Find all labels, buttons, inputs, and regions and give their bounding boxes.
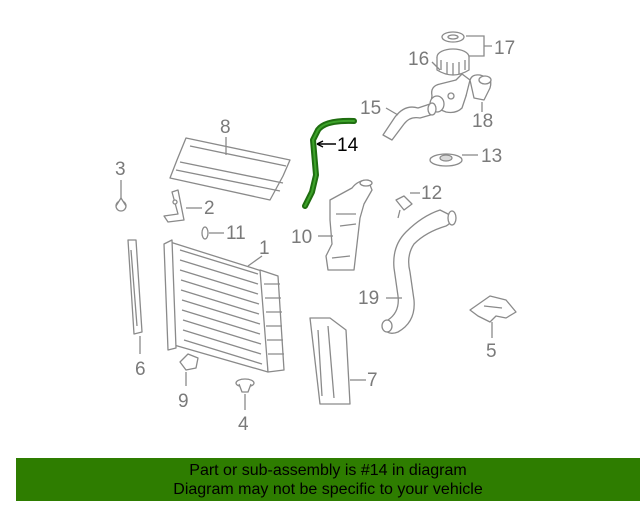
callout-9: 9 [178, 391, 189, 412]
callout-18: 18 [472, 111, 493, 132]
callout-1: 1 [259, 238, 270, 259]
part-15-upper-hose[interactable] [382, 102, 437, 141]
part-16-pressure-cap[interactable] [436, 48, 470, 76]
part-4-grommet[interactable] [235, 378, 255, 393]
part-12-clip[interactable] [395, 195, 413, 219]
callout-2: 2 [204, 198, 215, 219]
callout-5: 5 [486, 341, 497, 362]
part-3-bolt[interactable] [115, 197, 127, 212]
callout-4: 4 [238, 414, 249, 435]
part-13-cap[interactable] [429, 153, 463, 167]
part-8-baffle[interactable] [169, 137, 291, 201]
part-7-air-deflector[interactable] [309, 317, 351, 405]
parts-diagram: 17 16 18 15 13 14 [115, 31, 517, 435]
part-2-bracket[interactable] [163, 189, 185, 223]
part-9-clip[interactable] [179, 353, 199, 371]
callout-15: 15 [360, 98, 381, 119]
callout-12: 12 [421, 183, 442, 204]
callout-19: 19 [358, 288, 379, 309]
part-10-reservoir[interactable] [325, 179, 373, 271]
callout-17: 17 [494, 38, 515, 59]
callout-7: 7 [367, 370, 378, 391]
part-6-side-seal[interactable] [127, 239, 143, 335]
part-14-overflow-hose[interactable] [302, 117, 357, 209]
callout-11: 11 [226, 223, 246, 244]
part-5-bracket[interactable] [469, 295, 517, 323]
callout-10: 10 [291, 227, 312, 248]
part-1-radiator[interactable] [163, 239, 285, 373]
part-11-clip[interactable] [201, 226, 209, 240]
footer-line-1: Part or sub-assembly is #14 in diagram [189, 461, 467, 479]
callout-3: 3 [115, 159, 126, 180]
footer-line-2: Diagram may not be specific to your vehi… [173, 480, 483, 498]
part-18-hose[interactable] [469, 74, 492, 101]
part-17-gasket[interactable] [441, 31, 465, 43]
callout-8: 8 [220, 117, 231, 138]
callout-16: 16 [408, 49, 429, 70]
part-19-lower-hose[interactable] [381, 209, 457, 334]
callout-13: 13 [481, 146, 502, 167]
callout-6: 6 [135, 359, 146, 380]
callout-14: 14 [337, 135, 359, 156]
footer-banner: Part or sub-assembly is #14 in diagram D… [16, 458, 640, 501]
